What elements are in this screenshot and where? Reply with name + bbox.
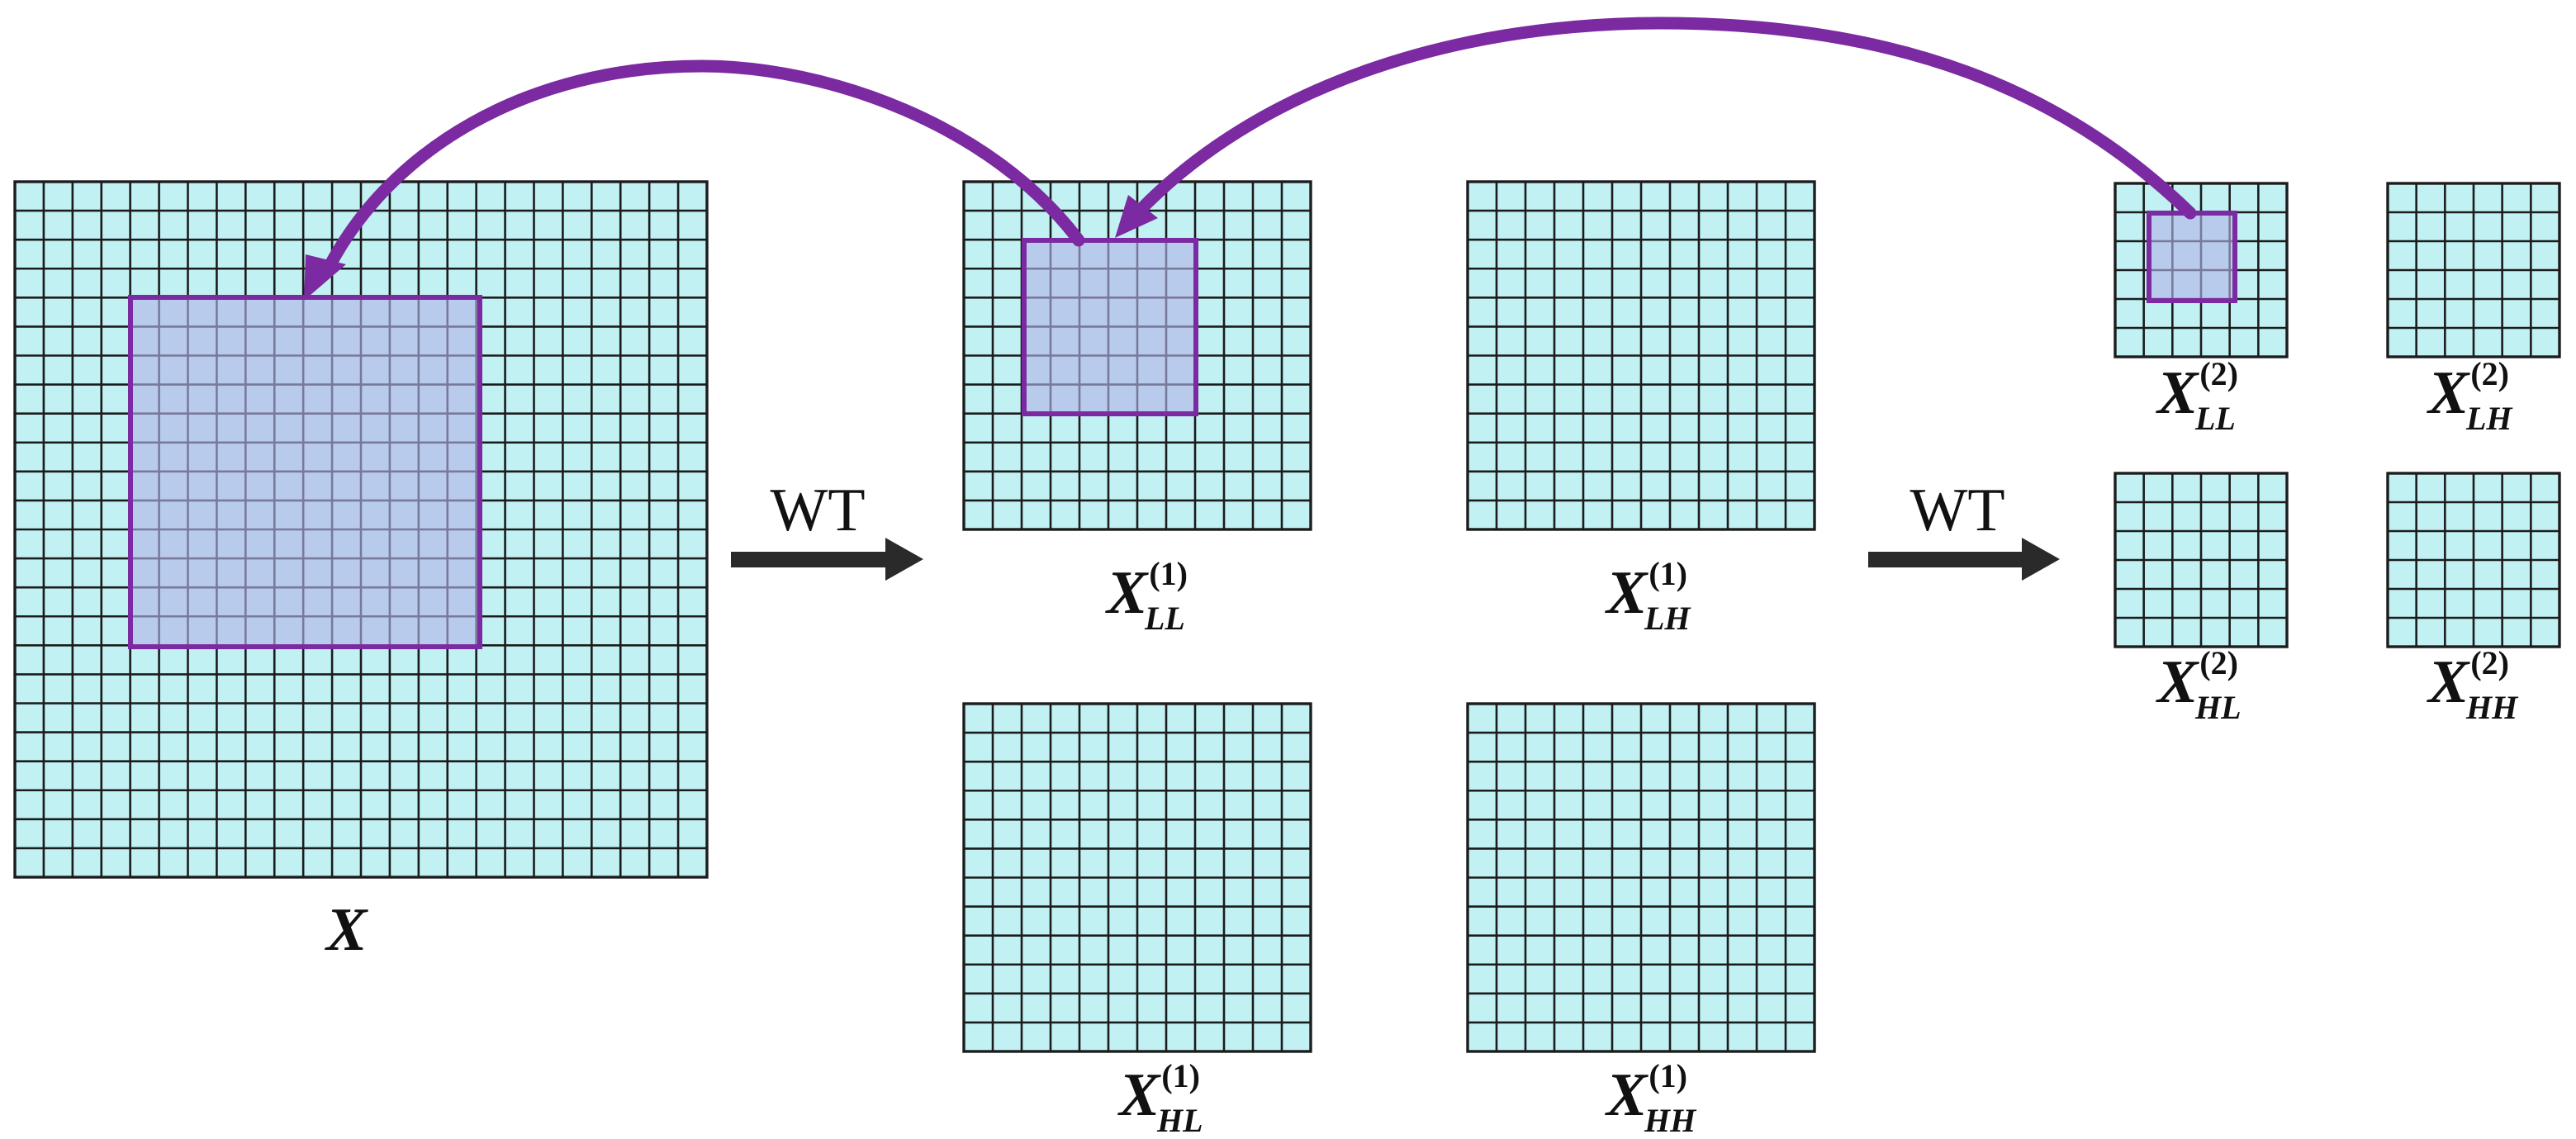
matrix-x2-lh-grid bbox=[2386, 182, 2561, 358]
mapping-arrow-x1-to-x bbox=[320, 59, 1085, 279]
mapping-arrow-x2-to-x1 bbox=[1133, 17, 2197, 220]
label-x2-hl: X(2)HL bbox=[2156, 644, 2242, 726]
label-x1-ll: X(1)LL bbox=[1105, 555, 1188, 637]
label-x1-hh: X(1)HH bbox=[1605, 1057, 1697, 1139]
highlight-region-x bbox=[128, 295, 482, 649]
wt-label-2: WT bbox=[1909, 477, 2004, 544]
matrix-x1-hh-grid bbox=[1466, 702, 1816, 1053]
matrix-x2-hl-grid bbox=[2113, 472, 2289, 648]
highlight-region-x2-ll bbox=[2147, 211, 2237, 303]
label-x1-lh: X(1)LH bbox=[1605, 555, 1691, 637]
matrix-x2-hh-grid bbox=[2386, 472, 2561, 648]
label-x2-lh: X(2)LH bbox=[2427, 355, 2513, 437]
label-x2-ll: X(2)LL bbox=[2156, 355, 2238, 437]
highlight-region-x1-ll bbox=[1022, 238, 1198, 416]
label-x: X bbox=[325, 896, 368, 964]
mapping-arrowhead-x1-to-x bbox=[304, 254, 346, 301]
label-x2-hh: X(2)HH bbox=[2427, 644, 2519, 726]
matrix-x1-hl-grid bbox=[962, 702, 1312, 1053]
label-x1-hl: X(1)HL bbox=[1117, 1057, 1203, 1139]
wt-arrow-1: WT bbox=[731, 477, 923, 581]
matrix-x1-lh-grid bbox=[1466, 180, 1816, 531]
wt-arrow-2: WT bbox=[1868, 477, 2060, 581]
mapping-arrowhead-x2-to-x1 bbox=[1115, 195, 1158, 238]
wt-label-1: WT bbox=[770, 477, 865, 544]
